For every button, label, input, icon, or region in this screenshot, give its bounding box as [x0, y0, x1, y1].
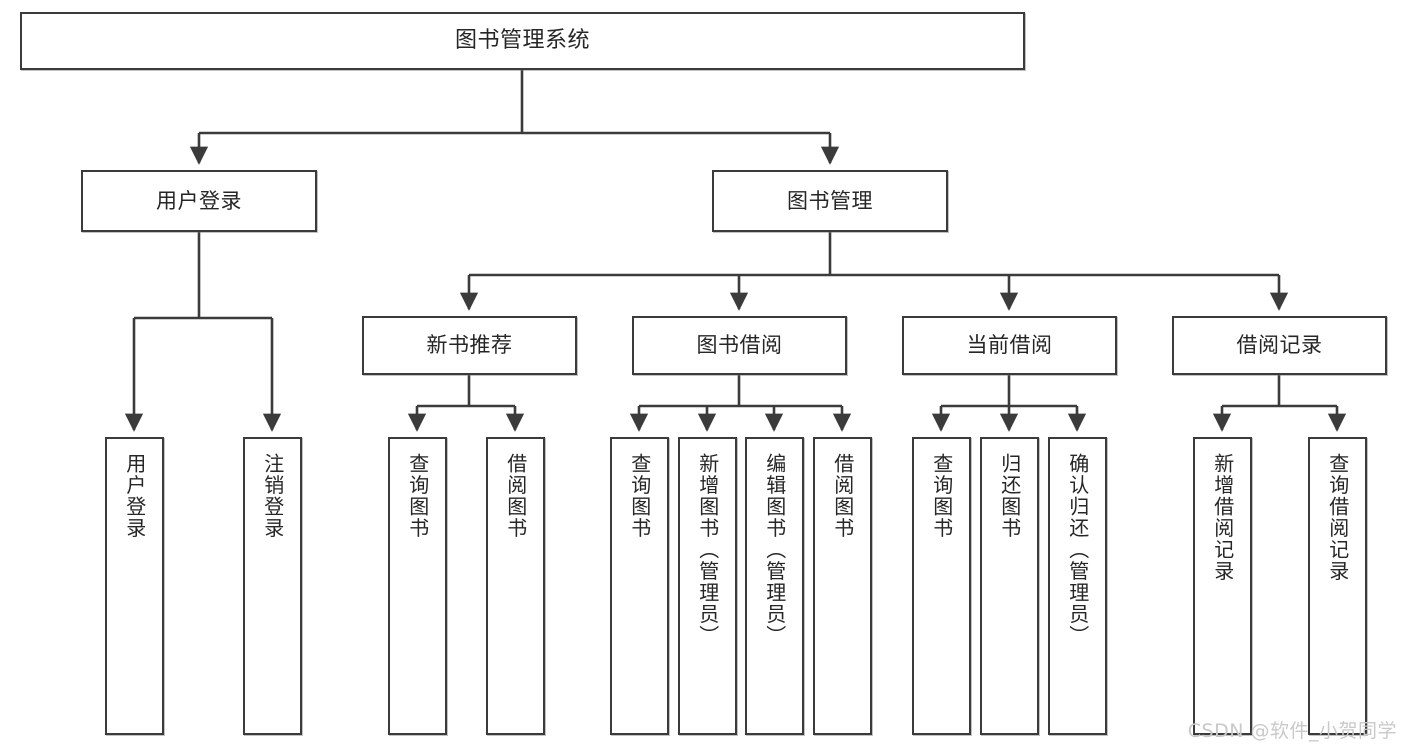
- leaf-query-book-borrow[interactable]: 查询图书: [610, 437, 669, 735]
- leaf-query-book-recommend[interactable]: 查询图书: [388, 437, 447, 735]
- node-label: 图书管理: [787, 188, 873, 213]
- leaf-edit-book-admin[interactable]: 编辑图书（管理员）: [745, 437, 804, 735]
- node-book-borrow[interactable]: 图书借阅: [632, 316, 847, 375]
- node-label: 用户登录: [156, 188, 242, 213]
- node-label: 查询借阅记录: [1325, 453, 1350, 582]
- node-borrow-record[interactable]: 借阅记录: [1172, 316, 1387, 375]
- leaf-add-book-admin[interactable]: 新增图书（管理员）: [678, 437, 737, 735]
- node-label: 新书推荐: [426, 333, 513, 358]
- node-label: 新增借阅记录: [1210, 453, 1235, 582]
- leaf-add-borrow-record[interactable]: 新增借阅记录: [1193, 437, 1252, 735]
- node-label: 用户登录: [122, 453, 147, 539]
- node-label: 编辑图书（管理员）: [762, 453, 787, 647]
- node-label: 查询图书: [929, 453, 954, 539]
- node-user-login[interactable]: 用户登录: [81, 170, 317, 232]
- node-label: 确认归还（管理员）: [1065, 453, 1090, 647]
- node-label: 查询图书: [627, 453, 652, 539]
- leaf-return-book[interactable]: 归还图书: [980, 437, 1039, 735]
- node-label: 归还图书: [997, 453, 1022, 539]
- leaf-confirm-return-admin[interactable]: 确认归还（管理员）: [1048, 437, 1107, 735]
- leaf-borrow-book[interactable]: 借阅图书: [813, 437, 872, 735]
- node-label: 新增图书（管理员）: [695, 453, 720, 647]
- node-root-book-management-system[interactable]: 图书管理系统: [20, 12, 1025, 70]
- leaf-borrow-book-recommend[interactable]: 借阅图书: [486, 437, 545, 735]
- node-label: 借阅记录: [1236, 333, 1323, 358]
- leaf-query-book-current[interactable]: 查询图书: [912, 437, 971, 735]
- leaf-query-borrow-record[interactable]: 查询借阅记录: [1308, 437, 1367, 735]
- node-label: 查询图书: [405, 453, 430, 539]
- leaf-user-login[interactable]: 用户登录: [105, 437, 164, 735]
- csdn-watermark: CSDN @软件_小贺同学: [1187, 720, 1397, 742]
- node-new-book-recommend[interactable]: 新书推荐: [362, 316, 577, 375]
- node-label: 当前借阅: [966, 333, 1053, 358]
- node-label: 借阅图书: [503, 453, 528, 539]
- node-label: 借阅图书: [830, 453, 855, 539]
- node-label: 注销登录: [260, 453, 285, 539]
- leaf-logout[interactable]: 注销登录: [243, 437, 302, 735]
- node-current-borrow[interactable]: 当前借阅: [902, 316, 1117, 375]
- node-label: 图书借阅: [696, 333, 783, 358]
- node-label: 图书管理系统: [454, 28, 590, 54]
- node-book-management[interactable]: 图书管理: [712, 170, 948, 232]
